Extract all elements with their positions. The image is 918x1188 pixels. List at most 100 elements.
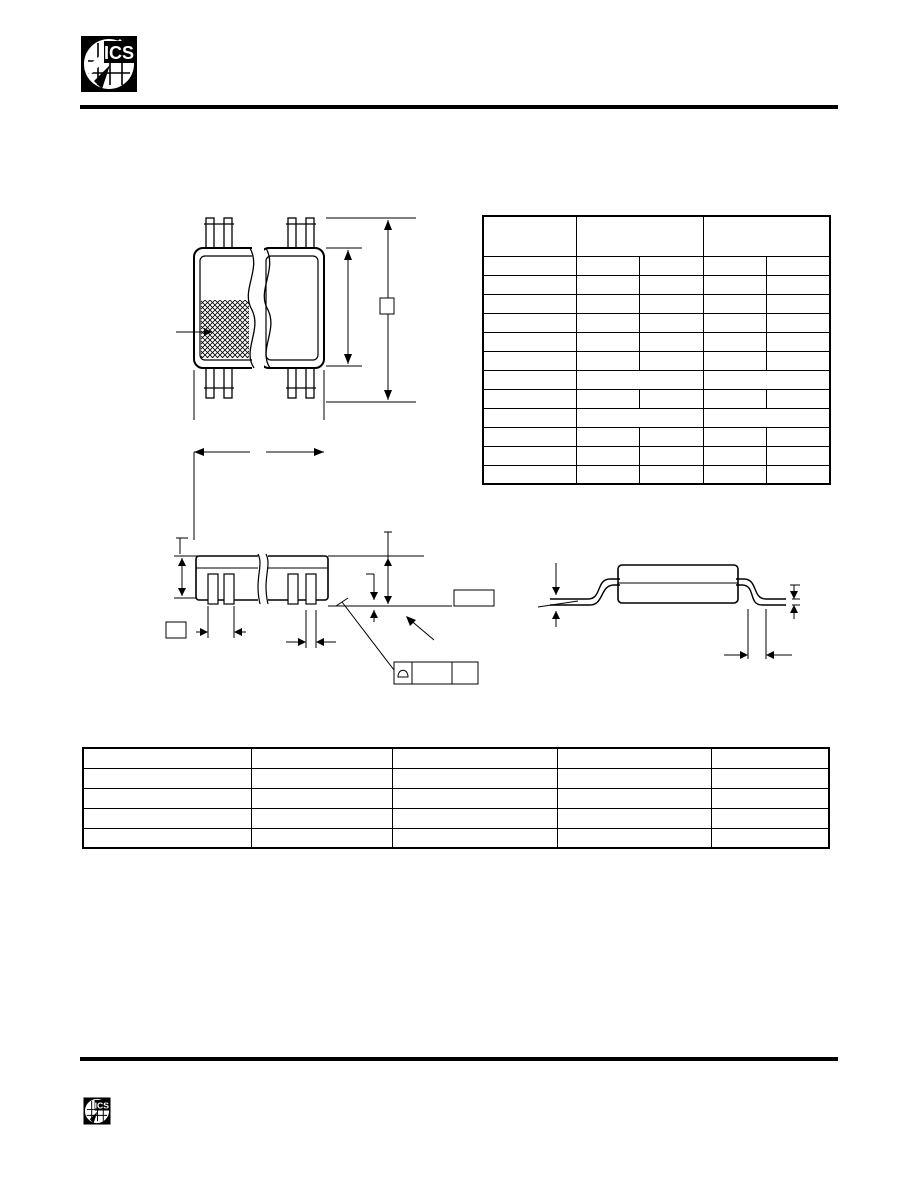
table-cell xyxy=(482,445,577,466)
table-cell xyxy=(392,827,558,849)
table-cell xyxy=(766,388,831,409)
table-cell xyxy=(576,369,704,390)
table-cell xyxy=(766,445,831,466)
table-cell xyxy=(251,747,393,769)
table-cell xyxy=(482,426,577,447)
table-cell xyxy=(482,369,577,390)
table-row xyxy=(482,464,831,485)
table-cell xyxy=(557,827,712,849)
table-cell xyxy=(639,445,704,466)
table-cell xyxy=(82,747,252,769)
table-cell xyxy=(576,350,640,371)
table-cell xyxy=(392,767,558,789)
table-cell xyxy=(703,312,767,333)
footer-rule xyxy=(80,1057,838,1061)
table-cell xyxy=(482,350,577,371)
table-cell xyxy=(576,293,640,314)
table-cell xyxy=(703,426,767,447)
table-cell xyxy=(766,331,831,352)
table-cell xyxy=(711,827,830,849)
table-cell xyxy=(251,827,393,849)
dimension-table xyxy=(482,215,831,485)
table-cell xyxy=(576,407,704,428)
table-cell xyxy=(639,255,704,276)
table-cell xyxy=(392,787,558,809)
table-cell xyxy=(703,350,767,371)
table-row xyxy=(482,369,831,390)
table-cell xyxy=(482,255,577,276)
table-cell xyxy=(576,255,640,276)
package-top-view xyxy=(176,217,416,420)
table-cell xyxy=(82,827,252,849)
table-cell xyxy=(392,807,558,829)
table-cell xyxy=(482,331,577,352)
width-dimension xyxy=(193,448,324,540)
table-cell xyxy=(576,426,640,447)
table-cell xyxy=(482,293,577,314)
table-row xyxy=(482,215,831,257)
header-rule xyxy=(80,105,838,109)
table-row xyxy=(482,350,831,371)
table-cell xyxy=(703,445,767,466)
table-cell xyxy=(639,388,704,409)
table-row xyxy=(482,426,831,447)
table-cell xyxy=(576,388,640,409)
table-cell xyxy=(766,255,831,276)
table-row xyxy=(482,445,831,466)
footer-ics-logo-graphic: ICS xyxy=(83,1097,111,1125)
table-cell xyxy=(251,767,393,789)
table-cell xyxy=(639,293,704,314)
table-row xyxy=(82,747,830,769)
ics-logo-graphic: ICS xyxy=(81,36,137,92)
table-cell xyxy=(766,274,831,295)
table-cell xyxy=(703,215,831,257)
table-cell xyxy=(557,747,712,769)
table-cell xyxy=(766,350,831,371)
table-row xyxy=(82,827,830,849)
table-cell xyxy=(482,312,577,333)
table-cell xyxy=(557,787,712,809)
table-cell xyxy=(82,807,252,829)
table-row xyxy=(482,274,831,295)
table-cell xyxy=(711,807,830,829)
table-cell xyxy=(576,312,640,333)
table-row xyxy=(482,293,831,314)
table-cell xyxy=(251,807,393,829)
table-cell xyxy=(482,388,577,409)
table-cell xyxy=(557,767,712,789)
table-cell xyxy=(766,293,831,314)
table-cell xyxy=(392,747,558,769)
footer-ics-logo: ICS xyxy=(82,1097,112,1125)
table-row xyxy=(82,787,830,809)
ics-logo-letters: ICS xyxy=(104,43,134,63)
ics-logo: ICS xyxy=(80,35,138,93)
table-cell xyxy=(703,331,767,352)
table-cell xyxy=(576,215,704,257)
table-row xyxy=(82,767,830,789)
ordering-table xyxy=(82,747,830,849)
table-row xyxy=(482,312,831,333)
table-cell xyxy=(482,215,577,257)
table-cell xyxy=(703,464,767,485)
table-cell xyxy=(703,274,767,295)
table-cell xyxy=(639,350,704,371)
table-cell xyxy=(576,274,640,295)
table-cell xyxy=(251,787,393,809)
table-cell xyxy=(703,407,831,428)
table-cell xyxy=(639,464,704,485)
table-row xyxy=(482,388,831,409)
table-row xyxy=(482,407,831,428)
table-cell xyxy=(639,331,704,352)
table-cell xyxy=(482,407,577,428)
table-cell xyxy=(703,255,767,276)
table-cell xyxy=(557,807,712,829)
lead-detail-view xyxy=(537,563,800,659)
table-row xyxy=(482,331,831,352)
package-side-view xyxy=(165,531,495,685)
table-cell xyxy=(703,388,767,409)
table-cell xyxy=(703,293,767,314)
table-cell xyxy=(639,274,704,295)
footer-ics-logo-letters: ICS xyxy=(95,1101,110,1111)
table-cell xyxy=(711,787,830,809)
table-cell xyxy=(482,274,577,295)
